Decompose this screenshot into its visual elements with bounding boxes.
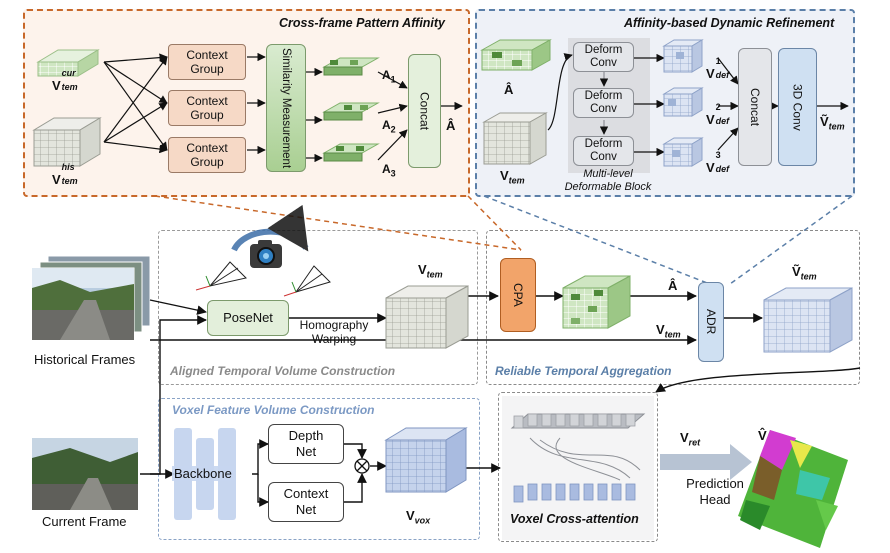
adr-block: ADR <box>698 282 724 362</box>
prediction-arrow <box>660 444 752 480</box>
conv3d-label: 3D Conv <box>790 83 805 131</box>
vca-graphic <box>502 396 654 540</box>
adr-a-hat-cube <box>480 39 552 71</box>
cpa-panel <box>23 9 470 197</box>
adr-v-out-label: Ṽtem <box>820 114 845 132</box>
context-net-block: Context Net <box>268 482 344 522</box>
homography-label: Homography Warping <box>299 318 369 346</box>
similarity-label: Similarity Measurement <box>280 47 292 169</box>
deform-conv-3: Deform Conv <box>573 136 634 166</box>
v-vox-cube <box>384 427 468 493</box>
context-group-2: Context Group <box>168 90 246 126</box>
v-ret-label: Vret <box>680 430 701 448</box>
conv3d-block: 3D Conv <box>778 48 817 166</box>
v-tem-cube <box>385 285 469 349</box>
posenet-block: PoseNet <box>207 300 289 336</box>
atvc-panel <box>158 230 478 385</box>
v-tilde-tem-cube <box>763 287 853 353</box>
cpa-title: Cross-frame Pattern Affinity <box>279 16 446 30</box>
vca-label: Voxel Cross-attention <box>510 512 639 526</box>
a-hat-cube-middle <box>562 275 631 329</box>
context-group-3: Context Group <box>168 137 246 173</box>
v-cur-cube <box>36 49 100 77</box>
vdef3-cube <box>662 137 704 167</box>
historical-frames-image <box>31 255 151 341</box>
adr-v-tem-label: Vtem <box>500 168 525 186</box>
cpa-a-hat-label: Â <box>446 118 456 133</box>
vfvc-panel <box>158 398 480 540</box>
v-tem-label: Vtem <box>418 262 443 280</box>
a1-slab <box>322 57 380 76</box>
adr-title: Affinity-based Dynamic Refinement <box>624 16 835 30</box>
cpa-concat-label: Concat <box>417 91 432 131</box>
middle-v-tem-label: Vtem <box>656 322 681 340</box>
camera-icon <box>250 240 282 268</box>
vfvc-title: Voxel Feature Volume Construction <box>172 403 375 417</box>
rta-title: Reliable Temporal Aggregation <box>495 364 672 378</box>
frustum-left-icon <box>195 261 247 291</box>
v-his-cube <box>32 117 102 167</box>
cpa-block: CPA <box>500 258 536 332</box>
block-label: Multi-level Deformable Block <box>564 168 652 193</box>
a3-slab <box>322 143 380 162</box>
adr-block-label: ADR <box>704 309 718 335</box>
output-occupancy-map <box>738 430 848 548</box>
deform-conv-2: Deform Conv <box>573 88 634 118</box>
v-hat-label: V̂ <box>758 428 767 443</box>
atvc-title: Aligned Temporal Volume Construction <box>170 364 396 378</box>
context-group-1: Context Group <box>168 44 246 80</box>
v-tilde-tem-label: Ṽtem <box>792 264 817 282</box>
a2-label: A2 <box>382 118 396 135</box>
cpa-concat-block: Concat <box>408 54 441 168</box>
prediction-head-label: Prediction Head <box>686 476 744 507</box>
frustum-right-icon <box>283 265 331 297</box>
adr-a-hat-label: Â <box>504 82 514 97</box>
vdef2-cube <box>662 87 704 117</box>
adr-concat-label: Concat <box>748 87 762 127</box>
current-frame-image <box>32 438 138 510</box>
backbone-label: Backbone <box>172 466 234 481</box>
adr-v-tem-cube <box>482 112 548 165</box>
a2-slab <box>322 102 380 121</box>
adr-concat-block: Concat <box>738 48 772 166</box>
a1-label: A1 <box>382 68 396 85</box>
deform-conv-1: Deform Conv <box>573 42 634 72</box>
historical-frames-label: Historical Frames <box>34 352 136 367</box>
current-frame-label: Current Frame <box>42 514 127 529</box>
cpa-block-label: CPA <box>511 283 525 307</box>
a3-label: A3 <box>382 162 396 179</box>
depth-net-block: Depth Net <box>268 424 344 464</box>
multiply-icon <box>354 458 370 474</box>
vdef1-cube <box>662 39 704 73</box>
middle-a-hat-label: Â <box>668 278 678 293</box>
similarity-measurement-block: Similarity Measurement <box>266 44 306 172</box>
v-vox-label: Vvox <box>406 508 431 526</box>
